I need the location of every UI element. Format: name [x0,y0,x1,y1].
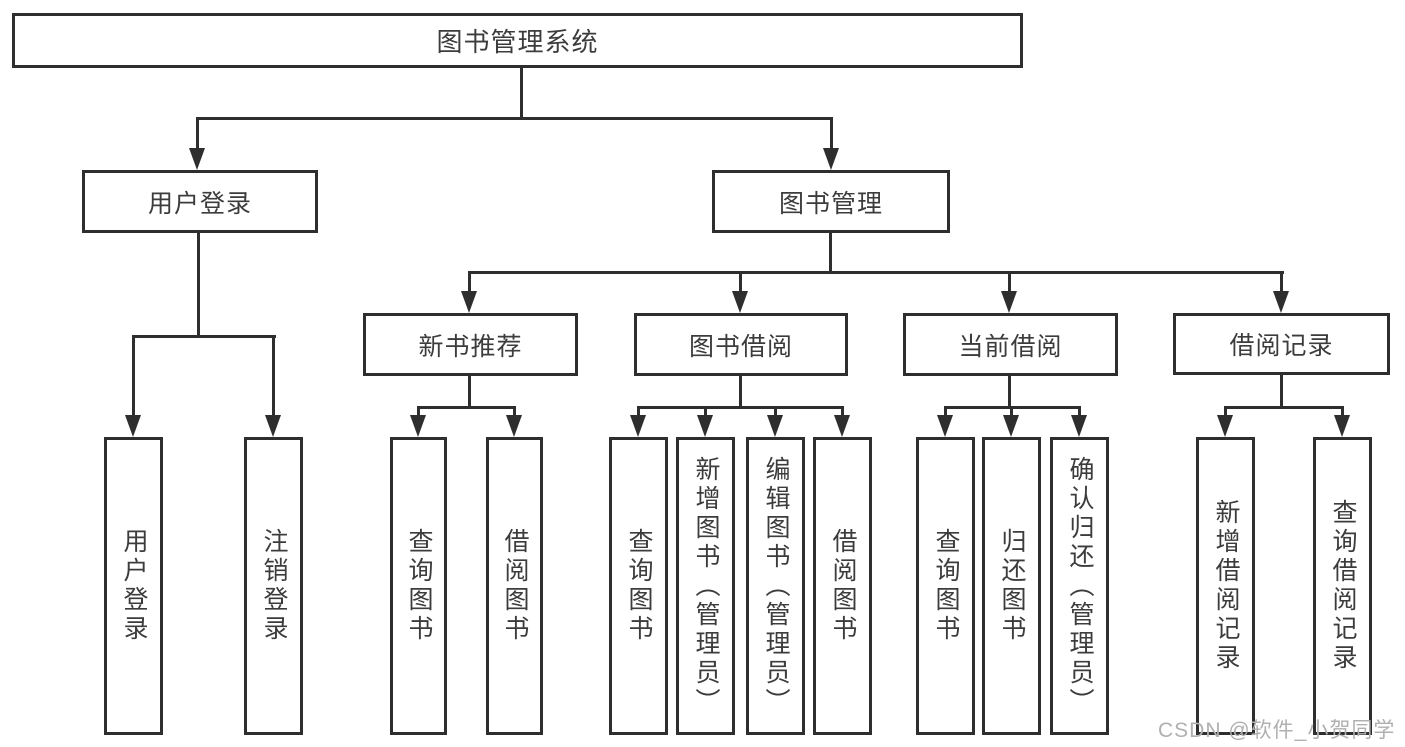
connector-vline [637,406,640,417]
connector-arrow [1334,415,1350,437]
connector-vline [1078,406,1081,417]
leaf-query-book-borrow: 查询图书 [609,437,668,735]
node-user-login: 用户登录 [82,170,318,233]
connector-vline [468,271,471,293]
connector-vline [739,271,742,293]
connector-arrow [732,291,748,313]
connector-hline [637,406,844,409]
connector-vline [1008,376,1011,409]
leaf-borrow-book-recommend: 借阅图书 [486,437,543,735]
connector-hline [196,117,833,120]
node-book-borrow: 图书借阅 [634,313,848,376]
node-borrow-record: 借阅记录 [1173,313,1390,375]
connector-vline [1224,406,1227,417]
node-current-borrow: 当前借阅 [903,313,1118,376]
connector-vline [1341,406,1344,417]
connector-arrow [1273,291,1289,313]
connector-vline [417,406,420,417]
leaf-query-borrow-record: 查询借阅记录 [1313,437,1372,735]
leaf-logout: 注销登录 [244,437,303,735]
connector-hline [468,271,1284,274]
connector-vline [1280,271,1283,293]
connector-hline [417,406,516,409]
connector-arrow [937,415,953,437]
connector-vline [1008,271,1011,293]
connector-arrow [630,415,646,437]
connector-vline [468,376,471,409]
connector-vline [197,233,200,338]
leaf-edit-book-admin: 编辑图书（管理员） [746,437,805,735]
connector-arrow [506,415,522,437]
watermark: CSDN @软件_小贺同学 [1158,719,1396,742]
connector-arrow [1071,415,1087,437]
connector-vline [830,117,833,150]
connector-vline [196,117,199,150]
leaf-user-login: 用户登录 [104,437,163,735]
connector-vline [704,406,707,417]
connector-arrow [265,415,281,437]
connector-arrow [767,415,783,437]
connector-arrow [189,148,205,170]
connector-hline [132,335,276,338]
connector-arrow [410,415,426,437]
connector-hline [1224,406,1344,409]
connector-vline [1010,406,1013,417]
leaf-return-book: 归还图书 [982,437,1041,735]
connector-vline [944,406,947,417]
node-new-book-recommend: 新书推荐 [363,313,578,376]
connector-arrow [1001,291,1017,313]
connector-arrow [1217,415,1233,437]
connector-vline [739,376,742,409]
connector-arrow [823,148,839,170]
connector-vline [1280,374,1283,409]
leaf-add-book-admin: 新增图书（管理员） [676,437,735,735]
leaf-add-borrow-record: 新增借阅记录 [1196,437,1255,735]
node-book-manage: 图书管理 [712,170,950,233]
connector-vline [841,406,844,417]
node-root: 图书管理系统 [12,13,1023,68]
connector-vline [774,406,777,417]
connector-vline [132,335,135,417]
connector-vline [513,406,516,417]
connector-vline [829,233,832,274]
connector-arrow [1003,415,1019,437]
connector-arrow [697,415,713,437]
connector-vline [520,68,523,119]
connector-vline [272,335,275,417]
leaf-confirm-return-admin: 确认归还（管理员） [1050,437,1109,735]
connector-arrow [125,415,141,437]
leaf-query-book-recommend: 查询图书 [390,437,447,735]
leaf-query-book-current: 查询图书 [916,437,975,735]
leaf-borrow-book: 借阅图书 [813,437,872,735]
connector-arrow [461,291,477,313]
connector-arrow [834,415,850,437]
